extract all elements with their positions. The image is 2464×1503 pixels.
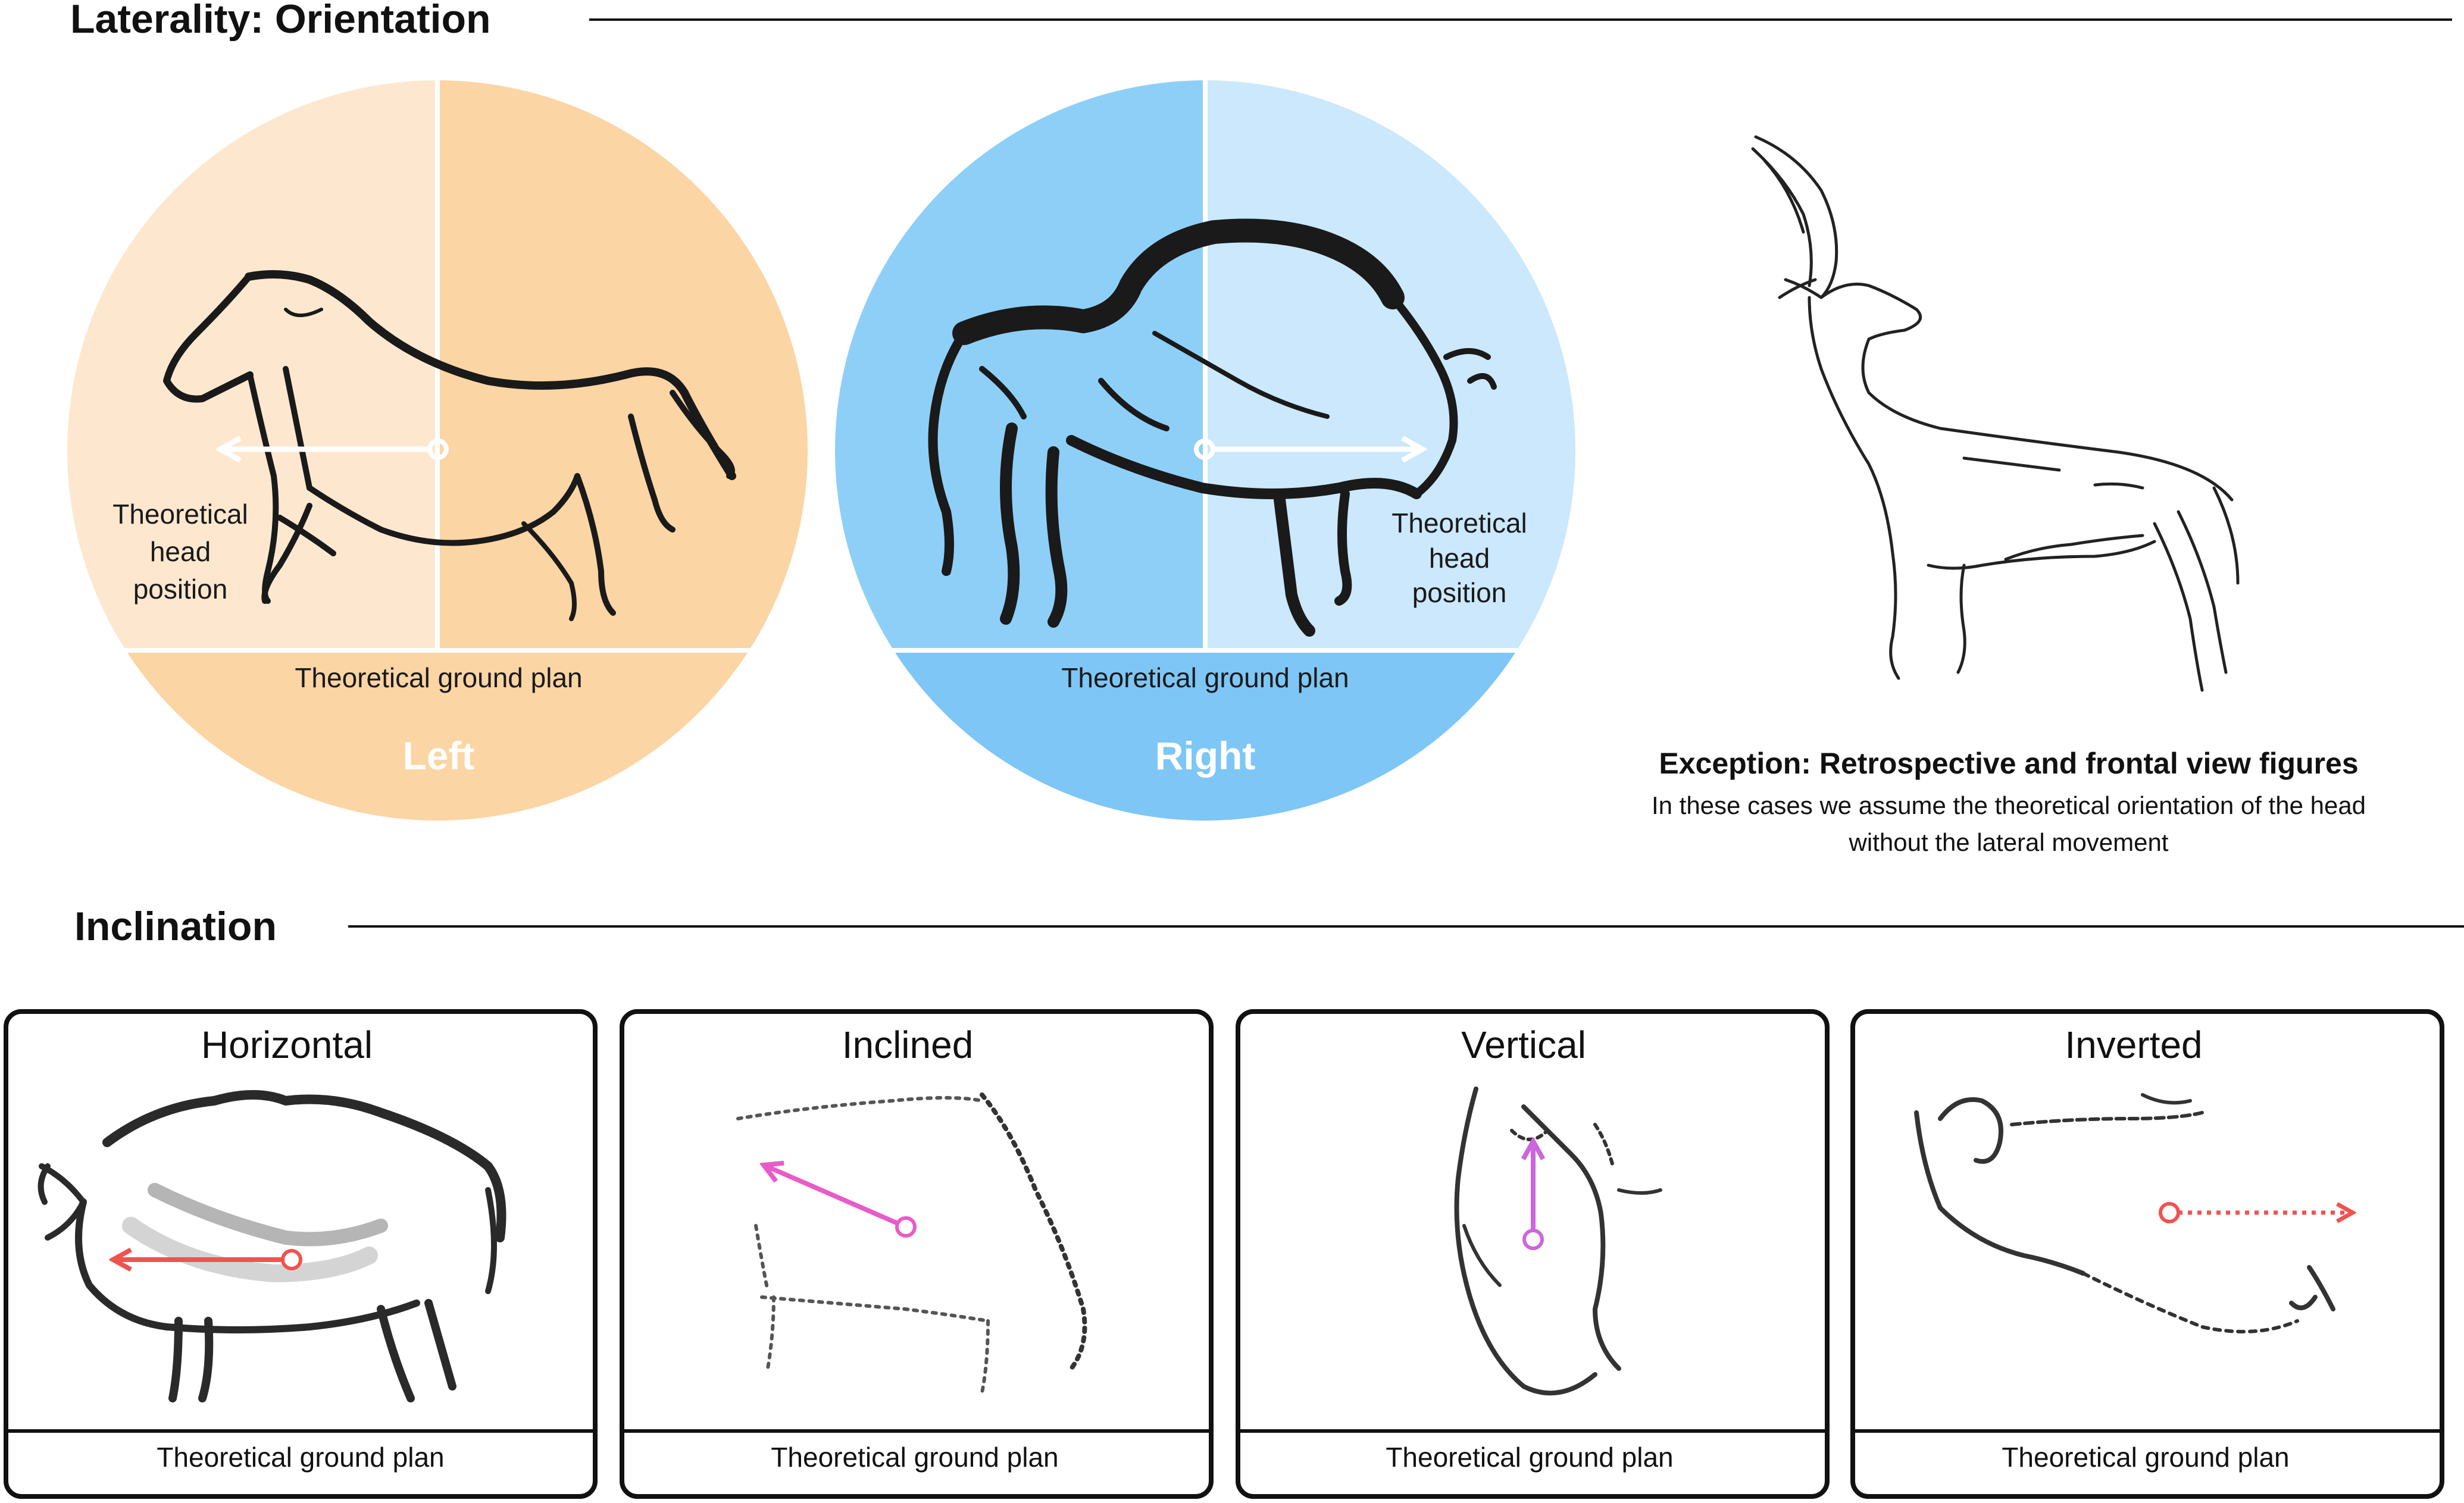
inclination-heading: Inclination <box>74 904 277 949</box>
panel-inclined-ground-label: Theoretical ground plan <box>771 1442 1058 1473</box>
left-head-label-line2: head <box>150 536 211 567</box>
ibex-line-drawing <box>1751 135 2240 692</box>
left-head-label-line1: Theoretical <box>112 499 248 530</box>
panel-inclined-origin-marker <box>895 1216 917 1238</box>
bison-vertical-sketch <box>1454 1086 1662 1396</box>
left-head-label-line3: position <box>133 574 228 605</box>
panel-horizontal: Horizontal Theoretical ground plan <box>4 1009 598 1499</box>
panel-inclined-arrow <box>764 1165 907 1229</box>
panel-inverted-ground-label: Theoretical ground plan <box>2002 1442 2289 1473</box>
horse-sketch <box>163 270 736 621</box>
panel-inclined-frame <box>620 1009 1214 1499</box>
panel-horizontal-ground-label: Theoretical ground plan <box>157 1442 444 1473</box>
left-head-origin-marker <box>427 439 449 460</box>
right-head-origin-marker <box>1194 439 1215 460</box>
panel-vertical: Vertical Theoretical ground plan <box>1236 1009 1830 1499</box>
right-head-label-line2: head <box>1429 543 1490 574</box>
bison-horizontal-sketch <box>37 1090 506 1402</box>
left-ground-label: Theoretical ground plan <box>295 662 582 693</box>
bison-inverted-sketch <box>1914 1093 2335 1333</box>
exception-text-line1: In these cases we assume the theoretical… <box>1652 791 2366 819</box>
panel-horizontal-title: Horizontal <box>201 1023 373 1066</box>
panel-inclined-title: Inclined <box>842 1023 974 1066</box>
laterality-heading: Laterality: Orientation <box>70 0 491 42</box>
panel-vertical-ground-label: Theoretical ground plan <box>1386 1442 1673 1473</box>
panel-inclined: Inclined Theoretical ground plan <box>620 1009 1214 1499</box>
panel-vertical-frame <box>1236 1009 1830 1499</box>
panel-inverted-origin-marker <box>2159 1202 2180 1223</box>
panel-inverted: Inverted Theoretical ground plan <box>1850 1009 2444 1499</box>
right-side-label: Right <box>1155 734 1256 778</box>
left-orientation-circle: Theoretical head position Theoretical gr… <box>67 80 808 821</box>
exception-text-line2: without the lateral movement <box>1849 828 2169 856</box>
right-head-label-line3: position <box>1412 577 1507 608</box>
panel-vertical-origin-marker <box>1522 1229 1544 1250</box>
panel-horizontal-origin-marker <box>281 1249 302 1270</box>
left-side-label: Left <box>403 734 475 778</box>
panel-vertical-title: Vertical <box>1461 1023 1586 1066</box>
bison-sketch <box>928 218 1497 637</box>
right-orientation-circle: Theoretical head position Theoretical gr… <box>835 80 1575 821</box>
right-ground-label: Theoretical ground plan <box>1061 662 1349 693</box>
panel-inverted-frame <box>1850 1009 2444 1499</box>
panel-inverted-title: Inverted <box>2065 1023 2202 1066</box>
exception-title: Exception: Retrospective and frontal vie… <box>1659 747 2358 780</box>
right-head-label-line1: Theoretical <box>1392 508 1527 538</box>
bison-inclined-sketch <box>736 1092 1087 1394</box>
